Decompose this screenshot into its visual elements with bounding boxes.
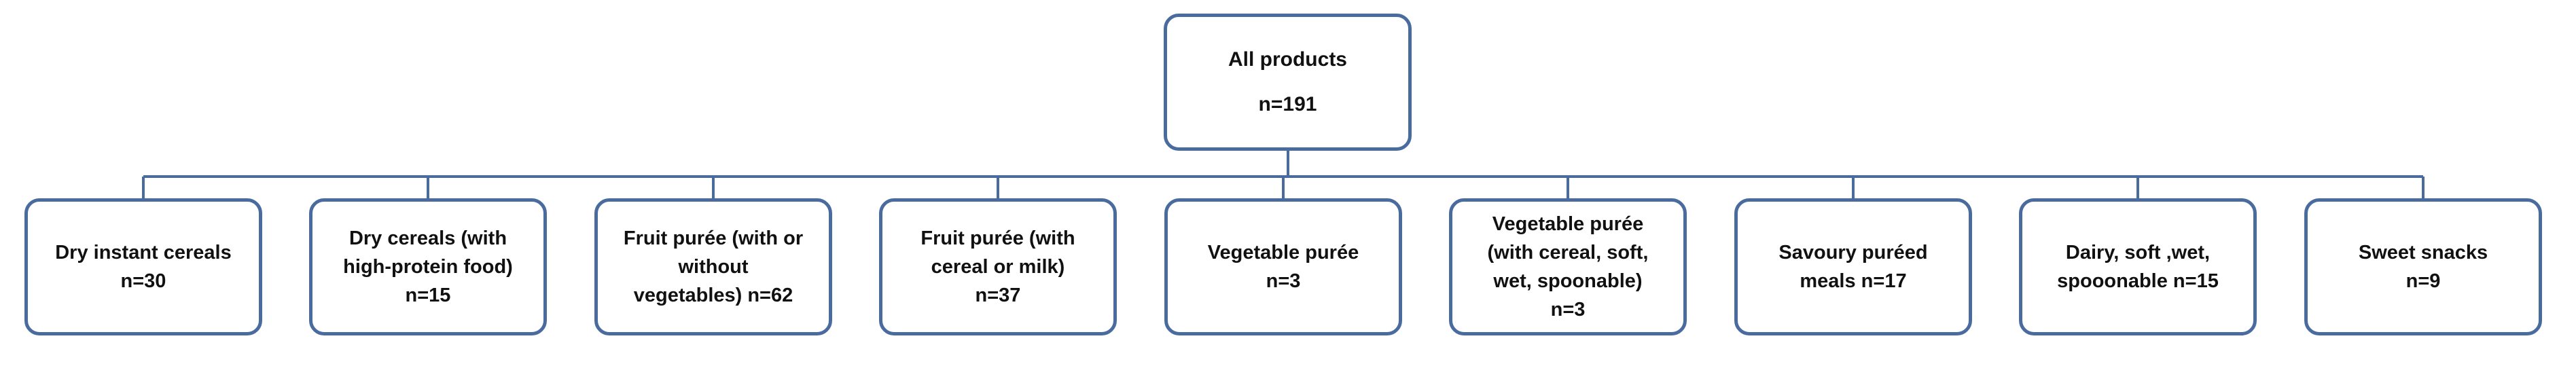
category-node-savoury-pureed-meals: Savoury puréed meals n=17 [1734,198,1972,335]
category-label-line: n=15 [405,285,451,306]
category-node-dry-cereals-high-protein: Dry cereals (with high-protein food) n=1… [309,198,547,335]
category-label-line: cereal or milk) [931,256,1065,278]
category-node-fruit-puree-vegetables: Fruit purée (with or without vegetables)… [594,198,832,335]
category-label-line: Dry cereals (with [348,227,507,249]
root-node-all-products: All products n=191 [1164,14,1412,151]
category-label-line: Fruit purée (with [920,227,1075,249]
category-label-line: Vegetable purée [1492,213,1644,235]
root-count: n=191 [1258,93,1317,115]
category-node-sweet-snacks: Sweet snacks n=9 [2304,198,2542,335]
category-label-line: without [678,256,749,278]
category-label-line: Sweet snacks [2358,242,2488,263]
category-label-line: Fruit purée (with or [623,227,804,249]
category-node-dairy-soft-wet: Dairy, soft ,wet, spooonable n=15 [2019,198,2257,335]
category-node-fruit-puree-cereal-milk: Fruit purée (with cereal or milk) n=37 [879,198,1117,335]
category-label-line: n=37 [975,285,1021,306]
category-node-vegetable-puree: Vegetable purée n=3 [1164,198,1402,335]
category-label-line: vegetables) n=62 [633,285,793,306]
category-node-vegetable-puree-cereal: Vegetable purée (with cereal, soft, wet,… [1449,198,1687,335]
category-label-line: n=3 [1266,270,1301,292]
category-label-line: Dairy, soft ,wet, [2065,242,2211,263]
category-label-line: n=3 [1550,299,1586,321]
category-label-line: n=30 [120,270,166,292]
category-label-line: Savoury puréed [1778,242,1928,263]
category-label-line: wet, spoonable) [1493,270,1643,292]
category-label-line: high-protein food) [343,256,513,278]
category-node-dry-instant-cereals: Dry instant cereals n=30 [24,198,262,335]
category-label-line: n=9 [2405,270,2441,292]
category-label-line: (with cereal, soft, [1487,242,1649,263]
root-label: All products [1228,48,1347,71]
category-label-line: Dry instant cereals [55,242,232,263]
category-label-line: meals n=17 [1800,270,1907,292]
category-label-line: spooonable n=15 [2057,270,2219,292]
category-label-line: Vegetable purée [1207,242,1359,263]
